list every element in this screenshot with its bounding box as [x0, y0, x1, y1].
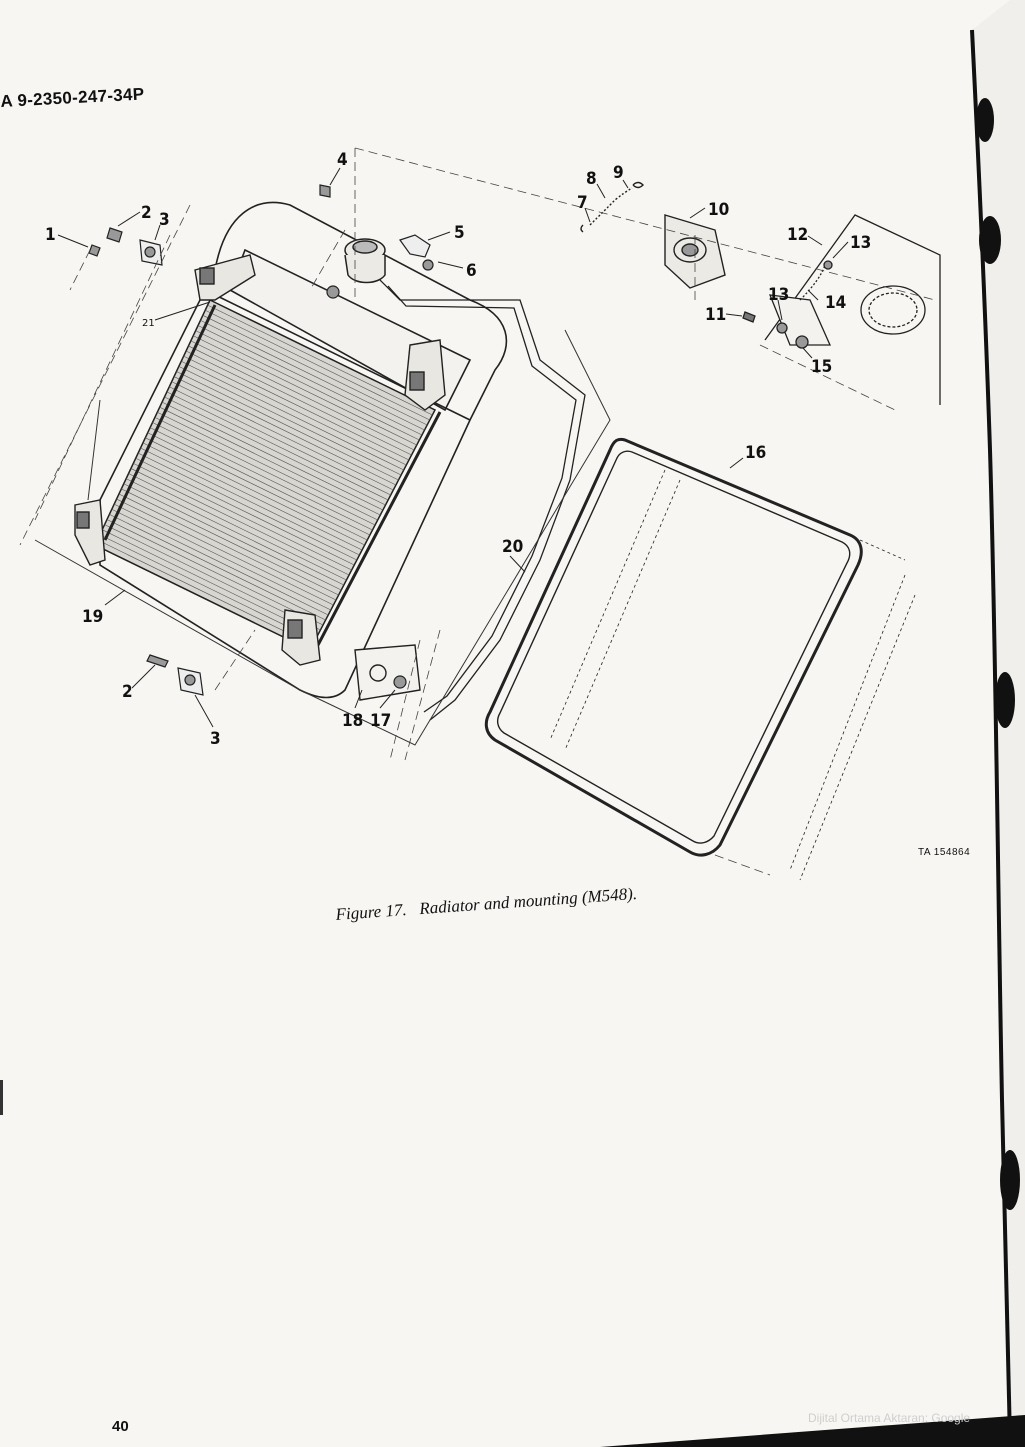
core-fin-line [142, 442, 363, 551]
callout-6: 6 [466, 261, 477, 281]
callout-3b: 3 [210, 729, 221, 749]
core-fin-line [135, 457, 355, 566]
core-fin-line [190, 340, 415, 451]
core-fin-line [126, 478, 344, 586]
core-fin-line [202, 315, 428, 426]
cap-assembly [742, 214, 941, 405]
callout-4: 4 [337, 150, 348, 170]
core-fin-line [137, 452, 358, 561]
core-fin-line [102, 529, 318, 636]
callout-18: 18 [342, 711, 363, 731]
callout-14: 14 [825, 293, 846, 313]
core-fin-line [181, 360, 404, 471]
core-fin-line [197, 325, 423, 436]
core-fin-line [164, 396, 386, 506]
callout-9: 9 [613, 163, 624, 183]
callout-13b: 13 [768, 285, 789, 305]
callout-15: 15 [811, 357, 832, 377]
callout-labels: 1 2 3 4 5 6 7 8 9 10 11 12 13 13 14 15 1… [45, 150, 871, 749]
mounting-hardware [88, 184, 434, 696]
core-fin-line [207, 304, 433, 416]
core-fin-line [200, 320, 425, 431]
callout-2b: 2 [122, 682, 133, 702]
core-fin-line [130, 468, 350, 576]
core-fin-line [140, 447, 360, 556]
callout-13: 13 [850, 233, 871, 253]
core-fin-line [178, 366, 402, 476]
filler-neck [344, 238, 386, 284]
overflow-tube [379, 279, 586, 721]
core-fin-line [169, 386, 391, 496]
core-fin-line [123, 483, 342, 591]
callout-10: 10 [708, 200, 729, 220]
core-fin-line [97, 539, 313, 646]
digitization-watermark: Dijital Ortama Aktaran: Google [808, 1411, 971, 1425]
radiator-screen [484, 437, 916, 881]
core-fin-line [195, 330, 420, 441]
callout-16: 16 [745, 443, 766, 463]
core-fin-line [118, 493, 337, 601]
core-fin-line [176, 371, 399, 481]
core-fin-line [154, 417, 376, 526]
callout-1: 1 [45, 225, 56, 245]
core-fin-line [99, 534, 316, 641]
radiator-core [94, 298, 442, 651]
core-fin-line [116, 498, 334, 606]
radiator-cap [580, 181, 726, 289]
callout-3: 3 [159, 210, 170, 230]
callout-21: 21 [142, 318, 155, 329]
core-fin-line [159, 406, 381, 516]
core-fin-line [188, 345, 412, 456]
core-fin-line [171, 381, 394, 491]
core-fin-line [185, 350, 410, 461]
page-number: 40 [112, 1418, 129, 1435]
core-fin-line [157, 412, 378, 521]
core-fin-line [183, 355, 407, 466]
leader-lines [57, 167, 849, 728]
core-fin-line [128, 473, 347, 581]
callout-8: 8 [586, 169, 597, 189]
core-fin-line [111, 509, 329, 616]
callout-2: 2 [141, 203, 152, 223]
core-fin-line [205, 309, 430, 421]
callout-11: 11 [705, 305, 726, 325]
callout-20: 20 [502, 537, 523, 557]
figure-reference-number: TA 154864 [918, 847, 971, 858]
core-fin-line [147, 432, 368, 541]
core-fin-line [121, 488, 339, 596]
core-fin-line [114, 503, 331, 611]
callout-7: 7 [577, 193, 588, 213]
mounting-brackets [74, 254, 446, 701]
core-fin-line [106, 519, 324, 626]
callout-12: 12 [787, 225, 808, 245]
core-fin-line [152, 422, 373, 531]
core-fin-line [145, 437, 365, 546]
callout-5: 5 [454, 223, 465, 243]
core-fin-line [193, 335, 417, 446]
alignment-lines [19, 147, 936, 876]
core-fin-line [109, 514, 326, 621]
core-fin-line [173, 376, 397, 486]
core-fin-line [161, 401, 384, 511]
core-fin-line [149, 427, 371, 536]
core-fin-line [133, 463, 352, 571]
core-fin-line [166, 391, 389, 501]
solid-lines [34, 329, 611, 746]
callout-19: 19 [82, 607, 103, 627]
callout-17: 17 [370, 711, 391, 731]
